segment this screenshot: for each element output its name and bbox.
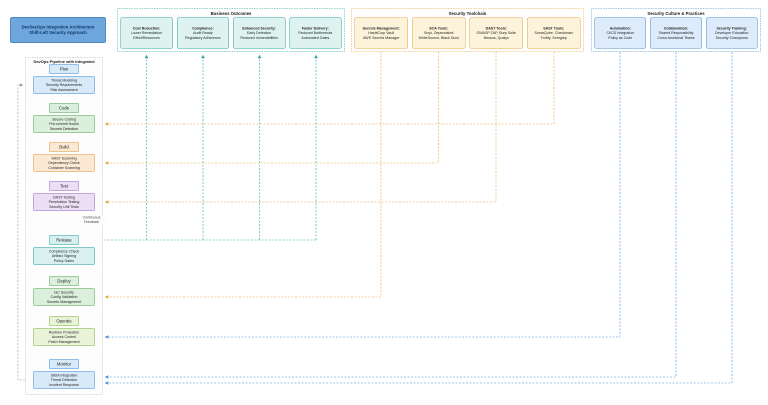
tool-sca: SCA Tools: Snyk, Dependabot WhiteSource,… xyxy=(412,17,466,49)
culture-security-training-head: Security Training: xyxy=(716,25,747,31)
stage-deploy-label: Deploy xyxy=(49,276,79,286)
tool-sast: SAST Tools: SonarQube, Checkmarx Fortify… xyxy=(527,17,581,49)
outcome-compliance: Compliance: Audit Ready Regulatory Adher… xyxy=(176,17,229,49)
group-security-culture: Security Culture & Practices Automation:… xyxy=(591,8,761,52)
diagram-title-line1: DevSecOps Integration Architecture xyxy=(21,24,95,30)
outcome-compliance-head: Compliance: xyxy=(192,25,214,31)
culture-automation: Automation: CI/CD Integration Policy as … xyxy=(594,17,647,49)
stage-test-label: Test xyxy=(49,181,79,191)
stage-monitor-details: SIEM Integration Threat Detection Incide… xyxy=(33,371,95,389)
tool-dast: DAST Tools: OWASP ZAP, Burp Suite Nessus… xyxy=(469,17,523,49)
continuous-feedback-label: Continuous Feedback xyxy=(76,216,107,225)
stage-plan-details: Threat Modeling Security Requirements Ri… xyxy=(33,76,95,94)
group-business-outcomes: Business Outcomes Cost Reduction: Lower … xyxy=(117,8,345,52)
outcome-faster-delivery: Faster Delivery: Reduced Bottlenecks Aut… xyxy=(289,17,342,49)
stage-test-details: DAST Testing Penetration Testing Securit… xyxy=(33,193,95,211)
culture-security-training: Security Training: Developer Education S… xyxy=(705,17,758,49)
tool-sast-head: SAST Tools: xyxy=(543,25,565,31)
stage-build-label: Build xyxy=(49,142,79,152)
stage-code-details: Secure Coding Pre-commit Hooks Secrets D… xyxy=(33,115,95,133)
tool-sast-body: SonarQube, Checkmarx Fortify, Semgrep xyxy=(534,30,574,40)
group-business-outcomes-row: Cost Reduction: Lower Remediation Effort… xyxy=(120,17,342,49)
outcome-enhanced-security-head: Enhanced Security: xyxy=(242,25,276,31)
culture-automation-head: Automation: xyxy=(609,25,631,31)
culture-collaboration: Collaboration: Shared Responsibility Cro… xyxy=(650,17,702,49)
group-security-culture-title: Security Culture & Practices xyxy=(647,11,705,16)
tool-dast-body: OWASP ZAP, Burp Suite Nessus, Qualys xyxy=(476,30,516,40)
tool-secrets-management-head: Secrets Management: xyxy=(362,25,400,31)
outcome-cost-reduction-body: Lower Remediation Effort/Resources xyxy=(131,30,163,40)
stage-release-details: Compliance Check Artifact Signing Policy… xyxy=(33,247,95,265)
culture-security-training-body: Developer Education Security Champions xyxy=(714,30,749,40)
stage-monitor-label: Monitor xyxy=(49,359,79,369)
diagram-title-line2: Shift-Left Security Approach xyxy=(29,30,87,35)
stage-operate-label: Operate xyxy=(49,316,79,326)
tool-dast-head: DAST Tools: xyxy=(485,25,507,31)
group-security-toolchain-title: Security Toolchain xyxy=(448,11,487,16)
outcome-enhanced-security: Enhanced Security: Early Detection Reduc… xyxy=(233,17,286,49)
stage-plan-label: Plan xyxy=(49,64,79,74)
outcome-faster-delivery-body: Reduced Bottlenecks Automated Gates xyxy=(298,30,333,40)
outcome-enhanced-security-body: Early Detection Reduced Vulnerabilities xyxy=(240,30,278,40)
group-security-toolchain-row: Secrets Management: HashiCorp Vault AWS … xyxy=(354,17,581,49)
stage-release-label: Release xyxy=(49,235,79,245)
tool-sca-head: SCA Tools: xyxy=(429,25,449,31)
outcome-cost-reduction: Cost Reduction: Lower Remediation Effort… xyxy=(120,17,173,49)
tool-secrets-management-body: HashiCorp Vault AWS Secrets Manager xyxy=(363,30,400,40)
stage-deploy-details: IaC Security Config Validation Secrets M… xyxy=(33,288,95,306)
diagram-title: DevSecOps Integration Architecture Shift… xyxy=(10,17,106,43)
stage-code-label: Code xyxy=(49,103,79,113)
group-business-outcomes-title: Business Outcomes xyxy=(210,11,252,16)
group-security-culture-row: Automation: CI/CD Integration Policy as … xyxy=(594,17,758,49)
stage-operate-details: Runtime Protection Access Control Patch … xyxy=(33,328,95,346)
tool-sca-body: Snyk, Dependabot WhiteSource, Black Duck xyxy=(418,30,460,40)
outcome-cost-reduction-head: Cost Reduction: xyxy=(132,25,161,31)
outcome-faster-delivery-head: Faster Delivery: xyxy=(301,25,329,31)
culture-collaboration-head: Collaboration: xyxy=(663,25,689,31)
tool-secrets-management: Secrets Management: HashiCorp Vault AWS … xyxy=(354,17,408,49)
culture-collaboration-body: Shared Responsibility Cross-functional T… xyxy=(657,30,695,40)
culture-automation-body: CI/CD Integration Policy as Code xyxy=(606,30,635,40)
outcome-compliance-body: Audit Ready Regulatory Adherence xyxy=(185,30,221,40)
stage-build-details: SAST Scanning Dependency Check Container… xyxy=(33,154,95,172)
group-security-toolchain: Security Toolchain Secrets Management: H… xyxy=(351,8,584,52)
